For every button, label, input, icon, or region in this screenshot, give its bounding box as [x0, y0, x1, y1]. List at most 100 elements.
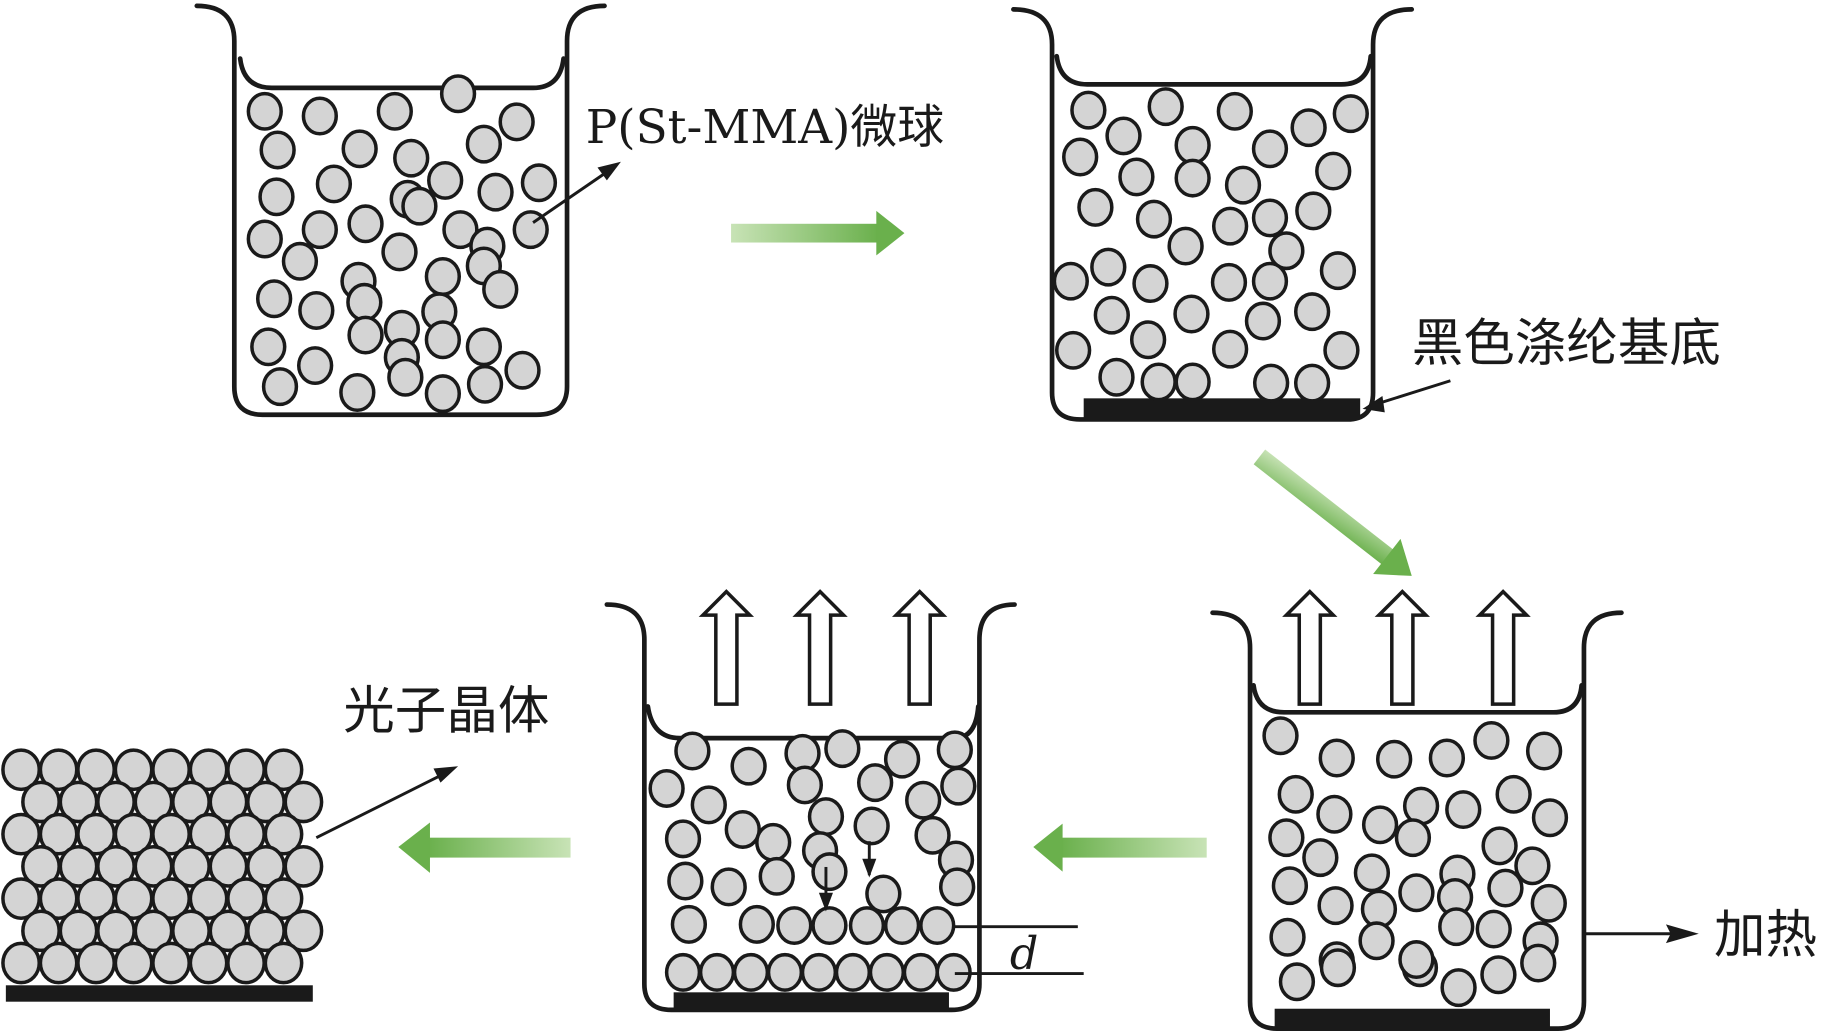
microsphere [766, 952, 804, 992]
microsphere [1318, 738, 1355, 778]
heating-pointer-arrowhead [1665, 924, 1699, 944]
microsphere [1271, 866, 1309, 906]
microsphere [296, 346, 334, 386]
microsphere [1174, 362, 1211, 402]
microsphere [424, 257, 462, 296]
beaker-1 [194, 3, 607, 418]
microsphere [263, 941, 304, 985]
microsphere [1252, 363, 1290, 403]
process-arrow-1 [731, 210, 905, 256]
evaporation-arrow-icon [1282, 589, 1338, 706]
microsphere [283, 845, 324, 888]
microsphere [824, 729, 861, 769]
microsphere [1531, 798, 1569, 838]
microsphere [1487, 868, 1524, 908]
microsphere [263, 748, 304, 792]
microsphere [498, 102, 535, 142]
microsphere [1052, 261, 1089, 301]
microsphere [1293, 292, 1331, 332]
microsphere [263, 877, 304, 920]
microsphere [732, 952, 770, 992]
microsphere [1530, 883, 1567, 923]
microsphere [730, 746, 767, 786]
microsphere [811, 906, 848, 946]
microsphere [698, 952, 736, 992]
microsphere [1251, 129, 1289, 169]
microsphere [936, 730, 973, 770]
microsphere [281, 241, 319, 281]
microsphere [1054, 330, 1092, 370]
microsphere [301, 96, 338, 136]
beaker-1-liquid-surface [237, 56, 566, 91]
beaker-3-spheres [1262, 716, 1569, 1008]
microsphere-pointer-arrowhead [597, 161, 621, 181]
settling-arrowhead [862, 858, 877, 878]
microsphere [259, 130, 296, 170]
photonic-crystal-label: 光子晶体 [343, 682, 549, 742]
beaker-2-liquid-surface [1054, 53, 1374, 87]
microsphere [283, 780, 324, 824]
microsphere [848, 906, 886, 946]
beaker-4-spheres [648, 729, 977, 992]
microsphere [776, 906, 813, 946]
microsphere [1210, 262, 1248, 302]
process-arrow-4 [398, 822, 571, 873]
microsphere [939, 867, 976, 907]
microsphere [1375, 739, 1413, 779]
microsphere [315, 164, 353, 204]
microsphere-label: P(St-MMA)微球 [586, 101, 944, 155]
microsphere [1290, 108, 1327, 148]
beaker-4-outline [604, 602, 1017, 1013]
microsphere [381, 232, 418, 272]
microsphere [250, 327, 287, 367]
beaker-3 [1210, 589, 1624, 1031]
crystal-pointer-arrowhead [433, 766, 459, 783]
microsphere [905, 780, 942, 820]
substrate-4 [673, 992, 949, 1010]
settling-arrowhead [818, 892, 833, 912]
microsphere [465, 327, 503, 367]
microsphere [504, 350, 541, 390]
microsphere [902, 952, 940, 992]
microsphere [1319, 251, 1357, 291]
microsphere [1480, 955, 1517, 995]
microsphere [1445, 790, 1482, 830]
crystal-pointer [315, 771, 446, 839]
microsphere [914, 815, 951, 855]
microsphere [1269, 917, 1306, 957]
beaker-4: d [604, 589, 1084, 1013]
microsphere [424, 320, 462, 360]
microsphere [834, 952, 872, 992]
microsphere [1520, 943, 1557, 983]
microsphere [1332, 94, 1369, 134]
microsphere [1398, 940, 1435, 979]
microsphere [1174, 125, 1211, 165]
microsphere [465, 124, 503, 164]
microsphere [1216, 91, 1253, 131]
microsphere [758, 856, 795, 896]
microsphere [424, 374, 462, 414]
microsphere [800, 952, 838, 992]
microsphere [347, 315, 384, 355]
microsphere [1105, 116, 1142, 156]
beaker-2 [1011, 7, 1415, 422]
microsphere [664, 819, 702, 859]
microsphere [1316, 794, 1353, 834]
microsphere [1098, 357, 1135, 397]
evaporation-arrow-icon [792, 589, 848, 706]
microsphere [853, 806, 890, 846]
microsphere [1302, 838, 1339, 878]
substrate-5 [5, 985, 313, 1002]
microsphere [1475, 909, 1512, 949]
microsphere [1319, 948, 1357, 988]
microsphere [755, 822, 792, 862]
beaker-2-spheres [1052, 87, 1369, 403]
beaker-1-outline [194, 3, 607, 418]
microsphere [1070, 90, 1107, 130]
microsphere [1211, 206, 1249, 246]
microsphere [1295, 191, 1332, 231]
microsphere [113, 941, 154, 985]
microsphere [263, 812, 304, 856]
evaporation-arrow-icon [1374, 589, 1431, 706]
microsphere [1268, 231, 1305, 271]
